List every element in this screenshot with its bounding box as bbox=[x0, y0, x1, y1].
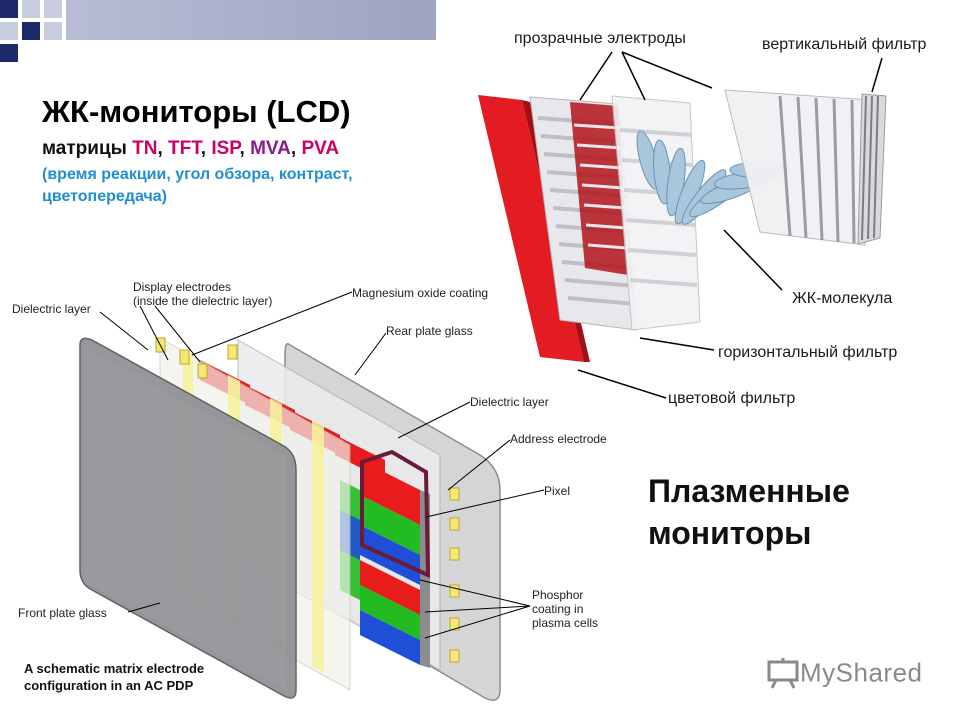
label-horizontal-filter: горизонтальный фильтр bbox=[718, 344, 898, 361]
matrix-prefix: матрицы bbox=[42, 138, 133, 159]
slide-title: ЖК-мониторы (LCD) bbox=[42, 94, 351, 129]
myshared-logo: MyShared bbox=[766, 656, 923, 690]
matrix-type-2: ISP bbox=[211, 138, 240, 159]
label-magnesium-oxide: Magnesium oxide coating bbox=[352, 286, 489, 300]
lcd-leader-lines bbox=[577, 51, 883, 399]
note-line-1: (время реакции, угол обзора, контраст, bbox=[42, 166, 353, 183]
matrix-types-list: TN, TFT, ISP, MVA, PVA bbox=[132, 138, 339, 159]
presentation-icon bbox=[767, 658, 799, 689]
plasma-monitors-heading: Плазменные мониторы bbox=[648, 473, 850, 551]
label-display-electrodes: Display electrodes (inside the dielectri… bbox=[133, 280, 273, 308]
matrix-type-3: MVA bbox=[250, 138, 291, 159]
label-vertical-filter: вертикальный фильтр bbox=[762, 36, 927, 53]
matrix-type-4: PVA bbox=[301, 138, 340, 159]
label-pixel: Pixel bbox=[544, 484, 571, 498]
label-rear-plate-glass: Rear plate glass bbox=[386, 324, 473, 338]
matrix-types-line: матрицы TN, TFT, ISP, MVA, PVA bbox=[42, 138, 339, 160]
matrix-separator: , bbox=[200, 138, 212, 159]
lc-molecules bbox=[636, 130, 791, 225]
address-electrodes bbox=[449, 487, 460, 663]
label-lc-molecule: ЖК-молекула bbox=[792, 290, 893, 307]
lcd-parameters-note: (время реакции, угол обзора, контраст, ц… bbox=[42, 164, 353, 208]
label-front-plate-glass: Front plate glass bbox=[18, 606, 107, 620]
vertical-filter bbox=[724, 89, 887, 246]
matrix-separator: , bbox=[239, 138, 251, 159]
matrix-type-0: TN bbox=[132, 138, 158, 159]
matrix-separator: , bbox=[157, 138, 169, 159]
matrix-type-1: TFT bbox=[168, 138, 201, 159]
pdp-leader-lines bbox=[99, 291, 545, 639]
label-dielectric-layer-rear: Dielectric layer bbox=[470, 395, 549, 409]
label-color-filter: цветовой фильтр bbox=[668, 390, 796, 407]
pdp-caption: A schematic matrix electrode configurati… bbox=[24, 661, 205, 693]
electrode-plate-1 bbox=[529, 96, 637, 331]
label-phosphor-coating: Phosphor coating in plasma cells bbox=[532, 588, 599, 630]
label-transparent-electrodes: прозрачные электроды bbox=[514, 30, 686, 47]
label-dielectric-layer-front: Dielectric layer bbox=[12, 302, 91, 316]
pixel-outline bbox=[360, 449, 431, 579]
label-address-electrode: Address electrode bbox=[510, 432, 607, 446]
matrix-separator: , bbox=[290, 138, 302, 159]
note-line-2: цветопередача) bbox=[42, 188, 167, 205]
